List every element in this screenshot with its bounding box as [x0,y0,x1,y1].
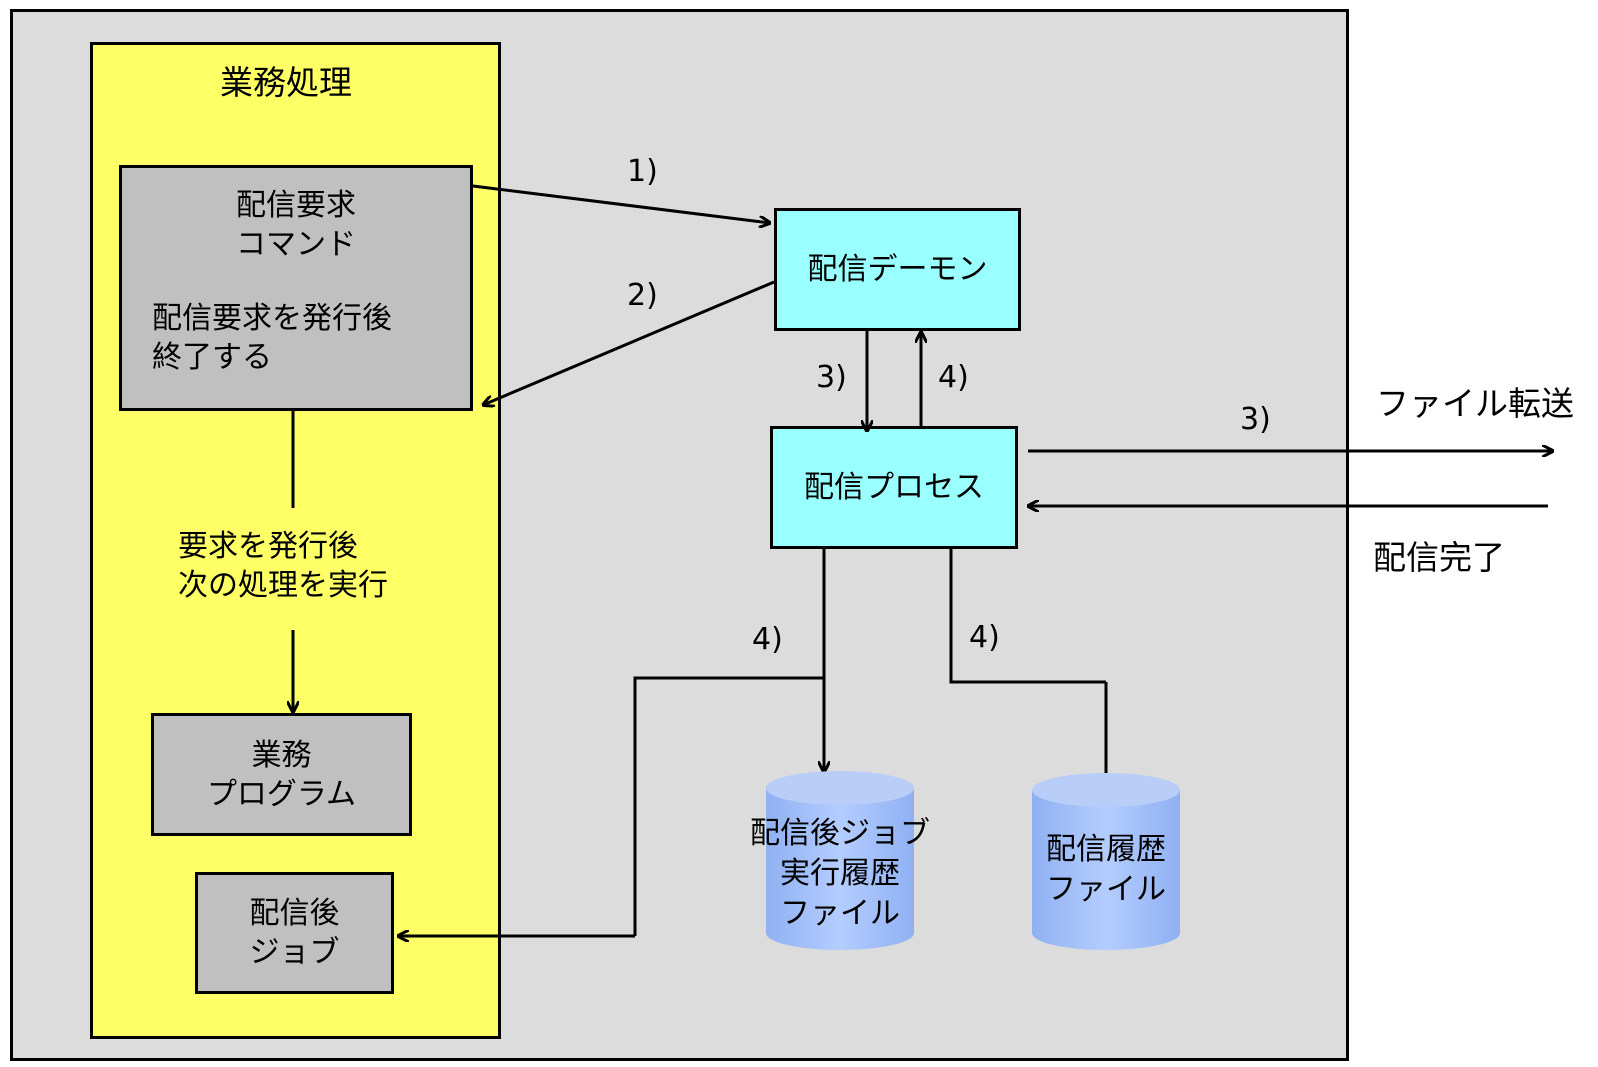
delivery-history-label: 配信履歴 ファイル [1026,830,1186,910]
arrow-daemon-to-command [483,280,775,405]
line-branch-to-post-job [633,676,824,936]
process-label: 配信プロセス [804,470,984,505]
command-title-line1: 配信要求 [236,188,356,223]
step-label-2: 2) [627,278,658,313]
program-line1: 業務 [251,737,312,773]
job-history-label: 配信後ジョブ 実行履歴 ファイル [720,814,960,934]
delivery-process-box: 配信プロセス [770,426,1018,549]
flow-note-line2: 次の処理を実行 [178,568,388,603]
step-label-4-job-history: 4) [752,622,783,657]
post-job-line1: 配信後 [249,896,340,931]
file-transfer-label: ファイル転送 [1376,384,1574,423]
program-line2: プログラム [206,776,357,812]
line-to-delivery-history [949,549,1106,684]
job-history-cylinder [766,771,914,950]
step-label-3-transfer: 3) [1240,402,1271,437]
job-history-line3: ファイル [780,896,900,931]
command-desc-line2: 終了する [152,340,272,375]
arrow-request-to-daemon [472,184,770,223]
step-label-3-daemon: 3) [816,360,847,395]
step-label-4-delivery-history: 4) [969,620,1000,655]
command-desc-line1: 配信要求を発行後 [152,301,392,336]
delivery-daemon-box: 配信デーモン [774,208,1021,331]
job-history-line2: 実行履歴 [780,856,900,891]
delivery-history-line1: 配信履歴 [1046,832,1166,867]
flow-note-line1: 要求を発行後 [178,529,358,564]
post-delivery-job-box: 配信後 ジョブ [195,872,394,994]
delivery-history-cylinder [1032,773,1180,950]
request-command-box: 配信要求 コマンド 配信要求を発行後 終了する [119,165,473,411]
step-label-1: 1) [627,154,658,189]
business-title: 業務処理 [220,63,352,102]
step-label-4-daemon: 4) [938,360,969,395]
business-program-box: 業務 プログラム [151,713,412,836]
delivery-done-label: 配信完了 [1373,538,1505,577]
job-history-line1: 配信後ジョブ [750,816,930,851]
daemon-label: 配信デーモン [807,252,988,287]
post-job-line2: ジョブ [249,935,340,970]
delivery-history-line2: ファイル [1046,872,1166,907]
command-title-line2: コマンド [236,227,356,262]
